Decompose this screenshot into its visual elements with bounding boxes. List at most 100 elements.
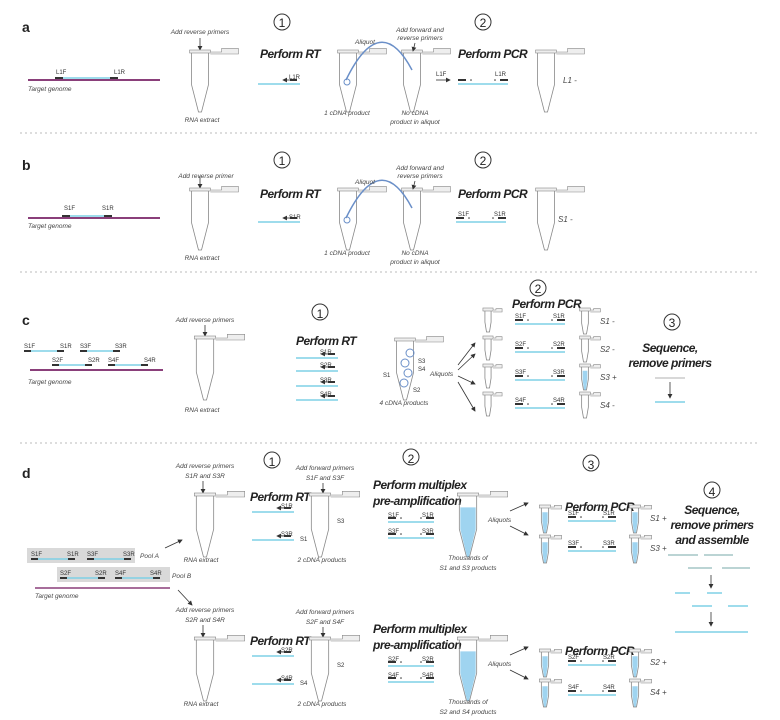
perform-pcr-heading: Perform PCR [565,644,635,658]
aliquot-label: Aliquot [354,179,376,186]
tube-body [581,337,589,363]
cdna-label: 4 cDNA products [380,400,430,407]
primer-direction [420,661,422,663]
tube-label: S2 [337,663,345,669]
panel-c: c S1F S1R S3F S3R S2F S2R S4F S4R Target… [22,282,713,419]
cdna-bubble [343,78,351,86]
tube-body [484,337,492,361]
tube-rim [482,335,494,340]
tube-icon [457,634,508,702]
tube-rim [579,391,591,396]
preamp-heading: Perform multiplex [373,478,468,492]
no-cdna-label: No cDNA [401,250,428,257]
tube-icon [482,335,503,361]
tube-body [191,189,209,251]
panel-dividers [20,132,760,444]
liquid [542,686,548,707]
result-label: S2 + [650,658,667,667]
tube-body [537,51,555,113]
add-forward-primers-label: Add forward primers [295,609,355,616]
primer-direction [602,516,604,518]
tube-body [310,638,330,702]
tube-rim [482,307,494,312]
panel-label: d [22,465,31,481]
tube-rim [629,678,641,683]
primer-label: S1R [281,504,293,510]
primer-label: S1F [31,552,42,558]
aliquots-label: Aliquots [487,661,512,668]
diagram-shapes [24,13,750,633]
primer-label: S1R [102,206,114,212]
tube-rim [535,49,557,54]
tube-icon [194,490,245,558]
step-number: 1 [317,307,324,321]
primer-label: S2F [568,655,579,661]
step-circle [474,13,492,31]
arrow-icon [509,646,529,656]
panel-b: b S1F S1R Target genome Add reverse prim… [22,154,573,266]
primer-direction [420,517,422,519]
tube-rim [629,648,641,653]
liquid [632,656,638,677]
no-cdna-label: No cDNA [401,110,428,117]
tube-icon [629,534,652,564]
perform-rt-heading: Perform RT [250,490,312,504]
tube-cap [640,505,652,510]
primer-label: S3R [422,529,434,535]
step-circle [663,313,681,331]
result-label: L1 - [563,76,577,85]
primer-label: L1R [495,72,507,78]
sequence-heading: and assemble [675,533,749,547]
step-circle [273,151,291,169]
tube-icon [482,391,503,417]
primer-label: S4R [553,398,565,404]
tube-icon [539,648,562,678]
rna-extract-label: RNA extract [184,557,220,564]
tube-cap [215,490,245,498]
tube-rim [539,678,551,683]
tube-icon [629,504,652,534]
primer-direction [580,690,582,692]
thousands-label: S1 and S3 products [439,565,497,572]
pool-b-label: Pool B [172,573,192,580]
primer-direction [551,375,553,377]
tube-cap [550,505,562,510]
cdna-bubble [399,378,409,388]
tube-cap [556,48,585,55]
tube-icon [579,363,601,391]
perform-pcr-heading: Perform PCR [458,47,528,61]
tube-body [195,494,215,558]
tube-icon [535,186,585,251]
tube-icon [539,678,562,708]
add-reverse-primers-label: S1R and S3R [185,473,225,480]
primer-label: S2F [60,571,71,577]
cdna-label: 2 cDNA products [297,557,348,564]
add-forward-primers-label: S2F and S4F [306,619,345,626]
tube-cap [330,634,360,642]
primer-direction [527,319,529,321]
tube-cap [210,186,239,193]
primer-direction [400,533,402,535]
arrow-icon [177,589,193,606]
primer-direction [580,546,582,548]
tube-rim [394,337,416,342]
primer-label: S2R [320,363,332,369]
cdna-bubble [343,216,351,224]
primer-label: S1R [422,513,434,519]
liquid [632,512,638,533]
tube-rim [337,187,359,192]
tube-label: S3 [337,519,345,525]
add-reverse-primers-label: Add reverse primers [175,463,235,470]
step-circle [529,279,547,297]
primer-direction [527,375,529,377]
tube-rim [194,492,216,497]
liquid [632,542,638,563]
thousands-label: S2 and S4 products [439,709,497,716]
primer-label: S3F [87,552,98,558]
tube-cap [640,535,652,540]
primer-direction [527,347,529,349]
add-reverse-primers-label: S2R and S4R [185,617,225,624]
result-label: S1 - [600,317,615,326]
cdna-label: 1 cDNA product [324,110,371,117]
